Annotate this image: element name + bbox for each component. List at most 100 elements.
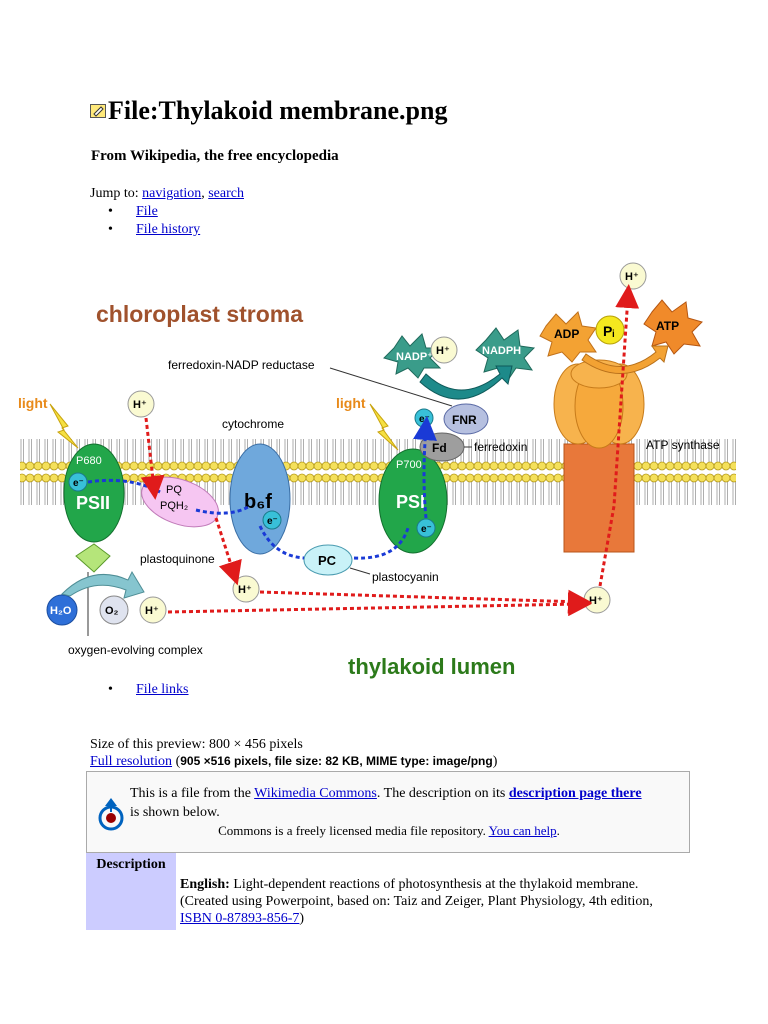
- tab-file-history-link[interactable]: File history: [136, 222, 201, 237]
- commons-text-2: . The description on its: [376, 786, 509, 801]
- hplus-label: H⁺: [133, 399, 147, 411]
- commons-line-1: This is a file from the Wikimedia Common…: [130, 786, 642, 802]
- electron-label: e⁻: [419, 414, 430, 425]
- full-resolution-open: (: [172, 754, 181, 769]
- plastoquinone-label: plastoquinone: [140, 552, 215, 566]
- full-resolution: Full resolution (905 ×516 pixels, file s…: [90, 754, 497, 770]
- fnr-complex: [443, 403, 489, 435]
- psi-label: PSI: [396, 492, 425, 512]
- jump-prefix: Jump to:: [90, 186, 143, 201]
- pc-complex: [303, 544, 353, 576]
- commons-line-2: is shown below.: [130, 805, 220, 820]
- proton-flow-paths: [140, 284, 640, 617]
- p680-label: P680: [76, 455, 102, 467]
- pi-circle: [595, 315, 625, 345]
- fnr-label: FNR: [452, 413, 477, 427]
- electron-label: e⁻: [421, 524, 432, 535]
- thylakoid-diagram[interactable]: chloroplast stroma thylakoid lumen light…: [10, 256, 736, 682]
- preview-size: Size of this preview: 800 × 456 pixels: [90, 737, 303, 752]
- pi-label: Pᵢ: [603, 323, 614, 339]
- o2-circle: [99, 595, 129, 625]
- p700-label: P700: [396, 459, 422, 471]
- full-resolution-close: ): [492, 754, 498, 769]
- atp-synthase-stalk: [563, 443, 635, 553]
- tab-file-links: File links: [90, 682, 189, 700]
- description-close: ): [299, 911, 305, 926]
- full-resolution-link[interactable]: Full resolution: [90, 754, 173, 769]
- pc-label: PC: [318, 553, 337, 568]
- commons-text-4: Commons is a freely licensed media file …: [218, 823, 489, 838]
- atp-label: ATP: [656, 319, 679, 333]
- b6f-label: b₆f: [244, 491, 272, 513]
- h2o-circle: [46, 594, 78, 626]
- description-lang: English:: [180, 877, 230, 892]
- tab-file-history: File history: [90, 222, 200, 240]
- nadp-arrow-icon: [419, 365, 513, 400]
- commons-text-5: .: [556, 823, 560, 838]
- fd-label: Fd: [432, 441, 447, 455]
- page-title: File:Thylakoid membrane.png: [90, 96, 447, 126]
- h2o-label: H₂O: [50, 605, 72, 617]
- wikimedia-commons-link[interactable]: Wikimedia Commons: [254, 786, 377, 801]
- light-bolt-right-icon: [369, 403, 399, 451]
- atp-star-icon: [643, 299, 703, 355]
- nadp-label: NADP⁺: [396, 351, 433, 363]
- file-links-tab: File links: [90, 682, 189, 700]
- you-can-help-link[interactable]: You can help: [488, 823, 557, 838]
- description-body: English: Light-dependent reactions of ph…: [180, 876, 660, 927]
- fnr-name-label: ferredoxin-NADP reductase: [168, 358, 315, 372]
- adp-arrow-icon: [581, 345, 669, 374]
- light-label-left: light: [18, 395, 48, 411]
- atp-synthase-head: [553, 359, 645, 449]
- search-link[interactable]: search: [208, 186, 244, 201]
- light-label-right: light: [336, 395, 366, 411]
- oec-label: oxygen-evolving complex: [68, 643, 203, 657]
- psii-complex: [63, 443, 125, 543]
- tab-file-links-link[interactable]: File links: [136, 682, 189, 697]
- plastocyanin-label: plastocyanin: [372, 570, 439, 584]
- page-title-text: File:Thylakoid membrane.png: [108, 96, 448, 125]
- page-subtitle: From Wikipedia, the free encyclopedia: [91, 148, 339, 164]
- full-resolution-meta: 905 ×516 pixels, file size: 82 KB, MIME …: [180, 754, 493, 768]
- commons-line-3: Commons is a freely licensed media file …: [87, 823, 691, 839]
- navigation-link[interactable]: navigation: [142, 186, 202, 201]
- psii-label: PSII: [76, 493, 110, 513]
- jump-links: Jump to: navigation, search: [90, 186, 244, 202]
- pqh2-label: PQH₂: [160, 500, 188, 512]
- electron-label: e⁻: [73, 478, 84, 489]
- tab-file: File: [90, 204, 200, 222]
- nadph-label: NADPH: [482, 345, 521, 357]
- description-page-link[interactable]: description page there: [508, 786, 642, 801]
- commons-notice: This is a file from the Wikimedia Common…: [86, 771, 690, 853]
- pq-label: PQ: [166, 484, 182, 496]
- light-bolt-left-icon: [49, 403, 79, 449]
- stroma-label: chloroplast stroma: [96, 301, 303, 327]
- oec-shape: [75, 543, 111, 573]
- description-text: Light-dependent reactions of photosynthe…: [180, 877, 653, 909]
- o2-label: O₂: [105, 605, 119, 617]
- tab-file-link[interactable]: File: [136, 204, 158, 219]
- description-header: Description: [86, 853, 176, 930]
- file-tabs: File File history: [90, 204, 200, 240]
- cytochrome-label: cytochrome: [222, 417, 284, 431]
- commons-logo-icon: [98, 798, 124, 831]
- commons-text-1: This is a file from the: [130, 786, 255, 801]
- electron-flow-path: [87, 428, 426, 560]
- jump-separator: ,: [201, 186, 209, 201]
- adp-label: ADP: [554, 327, 579, 341]
- nadph-star-icon: [475, 327, 536, 381]
- file-icon: [90, 104, 106, 118]
- hplus-label: H⁺: [625, 271, 639, 283]
- atp-synthase-label: ATP synthase: [646, 438, 720, 452]
- ferredoxin-label: ferredoxin: [474, 440, 527, 454]
- hplus-label: H⁺: [589, 595, 603, 607]
- adp-star-icon: [539, 311, 597, 363]
- nadp-star-icon: [383, 333, 442, 379]
- hplus-label: H⁺: [145, 605, 159, 617]
- isbn-link[interactable]: ISBN 0-87893-856-7: [180, 911, 300, 926]
- hplus-label: H⁺: [436, 345, 450, 357]
- electron-label: e⁻: [267, 516, 278, 527]
- water-split-arrow-icon: [61, 570, 145, 599]
- hplus-label: H⁺: [238, 584, 252, 596]
- lumen-label: thylakoid lumen: [348, 654, 515, 679]
